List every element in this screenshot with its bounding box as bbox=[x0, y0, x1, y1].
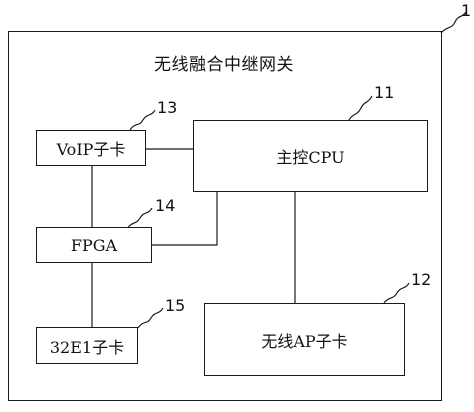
e1-block-label: 32E1子卡 bbox=[49, 337, 125, 357]
fpga-block: FPGA bbox=[36, 227, 152, 263]
ref-fpga: 14 bbox=[155, 196, 176, 215]
ref-e1: 15 bbox=[165, 296, 186, 315]
ref-gateway: 1 bbox=[461, 1, 472, 20]
voip-block-label: VoIP子卡 bbox=[56, 140, 126, 159]
ref-voip: 13 bbox=[157, 98, 178, 117]
ref-cpu: 11 bbox=[374, 83, 395, 102]
wifi-block: 无线AP子卡 bbox=[204, 303, 405, 376]
cpu-block: 主控CPU bbox=[193, 120, 428, 192]
voip-block: VoIP子卡 bbox=[36, 130, 146, 166]
wifi-block-label: 无线AP子卡 bbox=[261, 331, 348, 351]
e1-block: 32E1子卡 bbox=[36, 327, 138, 364]
fpga-block-label: FPGA bbox=[70, 235, 118, 255]
gateway-title: 无线融合中继网关 bbox=[154, 55, 294, 75]
gateway-enclosure bbox=[8, 31, 442, 401]
cpu-block-label: 主控CPU bbox=[276, 148, 345, 167]
ref-wifi: 12 bbox=[411, 270, 432, 289]
